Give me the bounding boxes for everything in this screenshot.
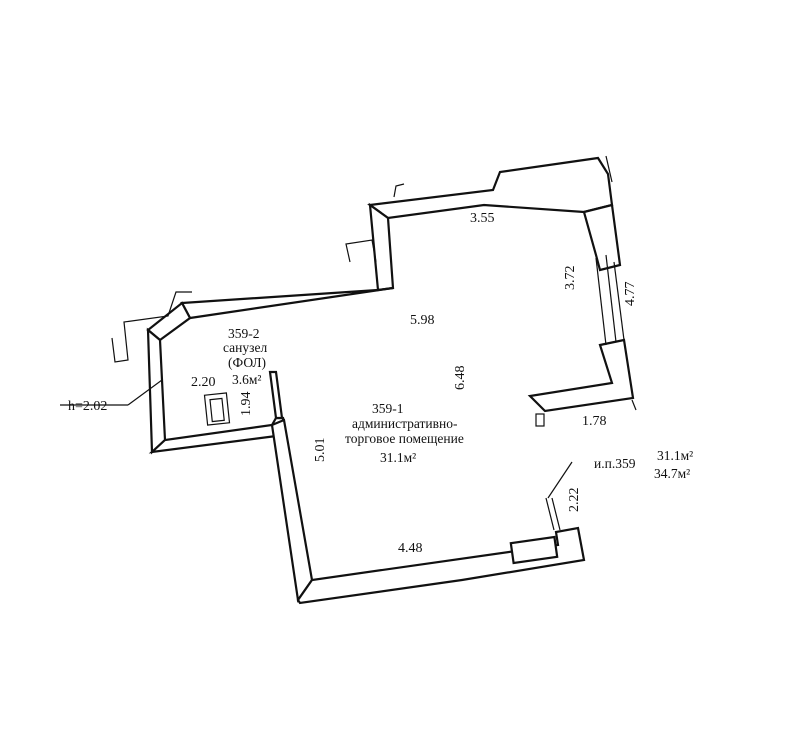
dim-bath-width: 2.20 <box>191 375 216 390</box>
dim-room-width: 5.98 <box>410 313 435 328</box>
wall-bath-bottom <box>148 416 286 454</box>
right-diag-line <box>631 399 637 411</box>
wall-left-lower <box>270 418 314 603</box>
outer-left-line <box>111 291 192 363</box>
dim-right-recess: 1.78 <box>582 414 607 429</box>
outer-top-line <box>393 183 405 198</box>
dim-room-depth: 6.48 <box>453 366 468 391</box>
h-leader-diag <box>127 379 163 406</box>
summary-label: и.п.359 <box>594 456 636 471</box>
outer-niche <box>345 239 377 263</box>
wall-bottom-pier <box>509 535 559 565</box>
summary-area-main: 31.1м² <box>657 448 693 463</box>
room-main-area: 31.1м² <box>380 450 416 465</box>
room-main-name-line1: административно- <box>352 416 458 431</box>
bath-fixture <box>203 392 231 426</box>
room-sanuzel-name: санузел <box>223 340 267 355</box>
wall-upper-horizontal <box>180 286 394 320</box>
dim-top-wall: 3.55 <box>470 211 495 226</box>
dim-right-outer: 4.77 <box>623 282 638 307</box>
wall-bottom <box>296 526 586 605</box>
dim-bath-depth: 1.94 <box>239 392 254 417</box>
room-main-name-line2: торговое помещение <box>345 431 464 446</box>
window-right-line-a <box>595 257 607 346</box>
room-main-number: 359-1 <box>372 401 404 416</box>
dim-entry: 2.22 <box>567 488 582 513</box>
wall-right-upper <box>582 203 622 272</box>
door-swing <box>547 461 573 499</box>
summary-area-total: 34.7м² <box>654 466 690 481</box>
wall-top <box>367 156 614 220</box>
ceiling-height-label: h=2.02 <box>68 399 107 414</box>
outer-right-line <box>605 155 613 183</box>
door-jamb-b <box>551 497 561 531</box>
bath-fixture-inner <box>209 397 225 423</box>
door-frame <box>535 413 545 427</box>
wall-right-pier <box>527 338 635 413</box>
window-right-line-b <box>605 254 617 343</box>
dim-left-wall-lower: 5.01 <box>313 438 328 463</box>
window-right-line-c <box>613 261 625 341</box>
room-sanuzel-number: 359-2 <box>228 326 260 341</box>
dim-bottom-wall: 4.48 <box>398 541 423 556</box>
wall-bath-left <box>146 327 167 455</box>
room-sanuzel-area: 3.6м² <box>232 372 261 387</box>
wall-partition <box>268 370 284 420</box>
room-sanuzel-note: (ФОЛ) <box>228 355 266 370</box>
door-jamb-a <box>545 497 555 531</box>
dim-right-window: 3.72 <box>563 266 578 291</box>
